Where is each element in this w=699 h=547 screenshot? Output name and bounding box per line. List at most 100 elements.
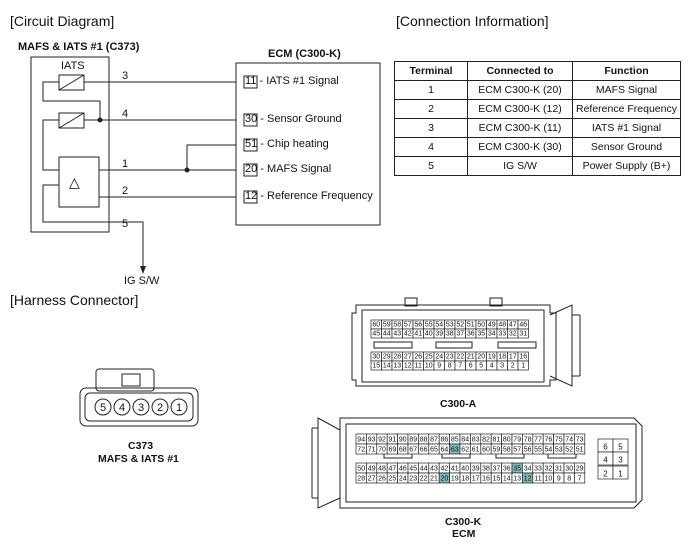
c300k-pin: 69 [386,443,398,455]
svg-text:29: 29 [576,466,584,473]
ecm-pin-30: 30 - Sensor Ground [245,113,342,125]
c300a-pin: 34 [486,328,498,339]
c300k-pin: 11 [532,472,544,484]
svg-text:14: 14 [503,476,511,483]
c300k-pin: 14 [501,472,513,484]
svg-text:2: 2 [157,402,163,414]
ig-sw-label: IG S/W [124,275,160,287]
svg-text:4: 4 [119,402,125,414]
c300k-pin: 80 [501,433,513,445]
svg-text:12: 12 [524,476,532,483]
svg-text:11: 11 [415,363,422,370]
svg-text:21: 21 [467,354,475,361]
c300a-pin: 26 [412,351,424,362]
cell-connected: ECM C300-K (12) [467,99,573,119]
c300k-pin: 61 [470,443,482,455]
connection-table: Terminal Connected to Function 1 ECM C30… [394,61,681,176]
c300a-pin: 41 [412,328,424,339]
c300a-pin: 6 [465,360,477,371]
c300a-pin: 48 [496,319,508,330]
svg-text:11: 11 [534,476,541,483]
c300a-pin: 55 [423,319,435,330]
svg-text:81: 81 [493,437,501,444]
c300k-pin: 37 [490,462,502,474]
svg-text:94: 94 [357,437,365,444]
svg-text:55: 55 [534,447,542,454]
c300k-pin: 59 [490,443,502,455]
cell-connected: IG S/W [467,156,573,176]
svg-text:59: 59 [493,447,501,454]
svg-text:48: 48 [498,322,506,329]
svg-text:34: 34 [488,331,496,338]
c300k-pin: 25 [386,472,398,484]
c300a-pin: 17 [507,351,519,362]
c300k-pin: 42 [438,462,450,474]
c300k-pin: 8 [563,472,575,484]
c300k-pin: 34 [522,462,534,474]
c300k-pin: 9 [553,472,565,484]
svg-text:82: 82 [482,437,490,444]
svg-text:16: 16 [519,354,527,361]
c300k-sublabel: ECM [452,528,476,540]
c300k-pin: 29 [574,462,586,474]
svg-text:84: 84 [461,437,469,444]
cell-terminal: 5 [394,156,468,176]
c300k-pin: 83 [470,433,482,445]
svg-text:89: 89 [409,437,417,444]
svg-text:50: 50 [357,466,365,473]
c300a-pin: 56 [412,319,424,330]
c300k-side-pin: 1 [612,465,629,480]
c300k-pin: 52 [563,443,575,455]
table-row: 4 ECM C300-K (30) Sensor Ground [394,137,681,157]
c300a-pin: 8 [444,360,456,371]
svg-text:75: 75 [555,437,563,444]
c300a-pin: 7 [454,360,466,371]
svg-text:46: 46 [519,322,527,329]
c300a-pin: 43 [391,328,403,339]
table-row: 5 IG S/W Power Supply (B+) [394,156,681,176]
c300k-pin: 58 [501,443,513,455]
c300k-pin: 31 [553,462,565,474]
c300k-pin: 54 [542,443,554,455]
c300k-pin: 75 [553,433,565,445]
c300k-pin: 87 [428,433,440,445]
svg-text:40: 40 [425,331,433,338]
c300a-pin: 46 [517,319,529,330]
arrow-down-icon [140,266,146,274]
c373-pin: 1 [170,398,188,416]
c300k-pin: 82 [480,433,492,445]
c300k-pin: 86 [438,433,450,445]
svg-text:9: 9 [557,476,561,483]
svg-text:6: 6 [469,363,473,370]
c300k-pin: 51 [574,443,586,455]
c300a-pin: 53 [444,319,456,330]
c300k-pin: 62 [459,443,471,455]
c300k-pin: 89 [407,433,419,445]
c300k-pin: 38 [480,462,492,474]
c300k-pin: 50 [355,462,367,474]
svg-text:88: 88 [420,437,428,444]
svg-text:17: 17 [472,476,480,483]
c300a-pin: 9 [433,360,445,371]
svg-text:5: 5 [479,363,483,370]
svg-text:3: 3 [138,402,144,414]
svg-text:91: 91 [389,437,397,444]
c300k-pin: 43 [428,462,440,474]
svg-text:44: 44 [383,331,391,338]
svg-text:65: 65 [430,447,438,454]
c373-pin: 3 [132,398,150,416]
svg-text:47: 47 [389,466,397,473]
c300k-pin: 63 [449,443,461,455]
c300a-pin: 50 [475,319,487,330]
svg-text:47: 47 [509,322,517,329]
c300a-pin: 54 [433,319,445,330]
c300a-pin: 45 [370,328,382,339]
svg-text:69: 69 [389,447,397,454]
svg-text:24: 24 [399,476,407,483]
svg-text:22: 22 [456,354,464,361]
svg-text:45: 45 [372,331,380,338]
svg-text:90: 90 [399,437,407,444]
ecm-box [235,62,381,226]
svg-text:18: 18 [461,476,469,483]
